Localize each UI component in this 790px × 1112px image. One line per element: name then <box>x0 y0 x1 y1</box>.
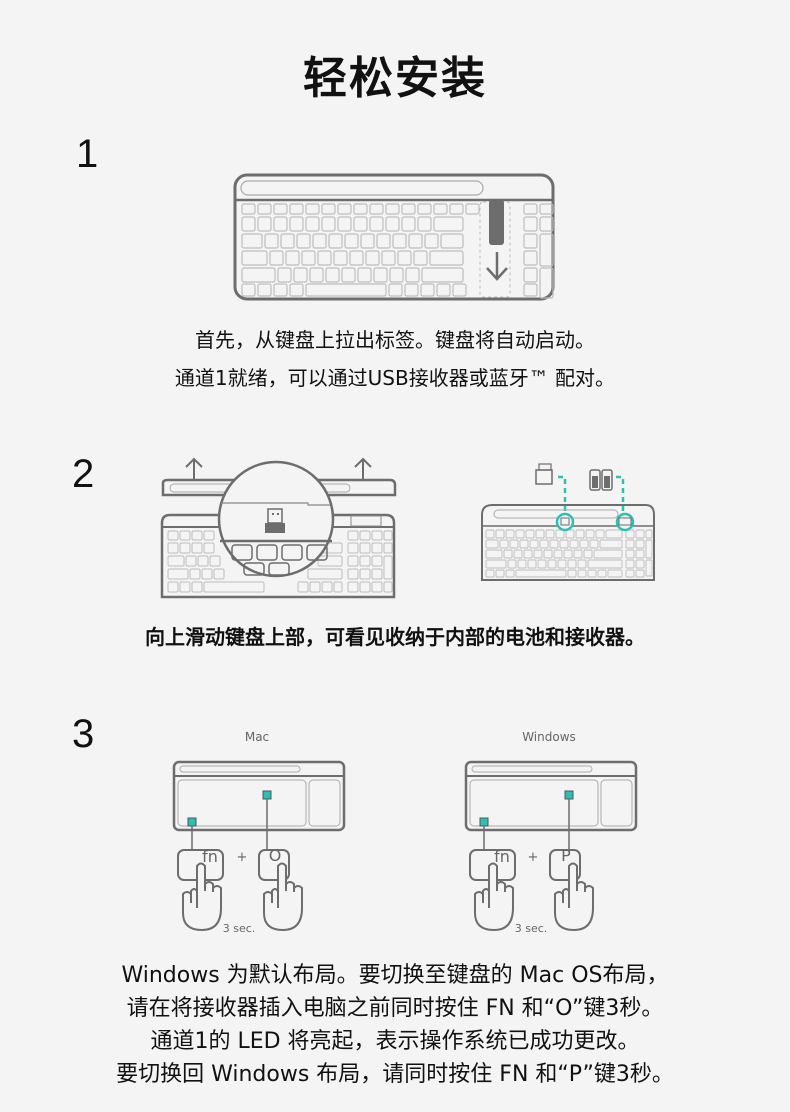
step-1-caption-line-2: 通道1就绪，可以通过USB接收器或蓝牙™ 配对。 <box>174 366 616 390</box>
step-3-caption-line-4: 要切换回 Windows 布局，请同时按住 FN 和“P”键3秒。 <box>116 1062 674 1087</box>
mac-panel-label: Mac <box>244 730 270 744</box>
step-3-number: 3 <box>72 712 95 756</box>
windows-panel-label: Windows <box>522 730 576 744</box>
windows-fn-p-shortcut-illustration <box>464 760 638 932</box>
windows-p-key-label: P <box>561 846 571 865</box>
battery-icon <box>589 469 613 491</box>
step-1-caption-line-1: 首先，从键盘上拉出标签。键盘将自动启动。 <box>195 328 595 352</box>
windows-duration-label: 3 sec. <box>514 922 548 935</box>
step-1-number: 1 <box>76 132 99 176</box>
battery-receiver-location-illustration <box>481 463 655 581</box>
mac-duration-label: 3 sec. <box>222 922 256 935</box>
receiver-location-marker <box>555 512 575 532</box>
usb-receiver-icon <box>535 463 553 485</box>
o-key <box>258 849 290 881</box>
mac-o-key-label: O <box>268 846 282 865</box>
step-3-caption-line-1: Windows 为默认布局。要切换至键盘的 Mac OS布局， <box>121 963 669 988</box>
windows-fn-key-label: fn <box>494 847 510 866</box>
mac-plus-sign: + <box>236 850 248 865</box>
step-2-number: 2 <box>72 452 95 496</box>
up-arrow-icon <box>185 457 372 479</box>
mac-fn-o-shortcut-illustration <box>172 760 346 932</box>
step-3-caption-line-2: 请在将接收器插入电脑之前同时按住 FN 和“O”键3秒。 <box>126 996 664 1021</box>
magnified-receiver-area <box>220 502 332 576</box>
hand-pointer-icon <box>182 862 303 932</box>
mac-fn-key-label: fn <box>202 847 218 866</box>
page-title: 轻松安装 <box>303 53 487 104</box>
step-2-caption: 向上滑动键盘上部，可看见收纳于内部的电池和接收器。 <box>145 625 645 649</box>
keyboard-pull-tab-illustration <box>233 173 555 301</box>
p-key <box>549 849 581 881</box>
hand-pointer-icon <box>474 862 594 932</box>
keyboard-slide-open-illustration <box>160 457 397 599</box>
step-3-caption-line-3: 通道1的 LED 将亮起，表示操作系统已成功更改。 <box>150 1029 640 1054</box>
windows-plus-sign: + <box>527 850 539 865</box>
